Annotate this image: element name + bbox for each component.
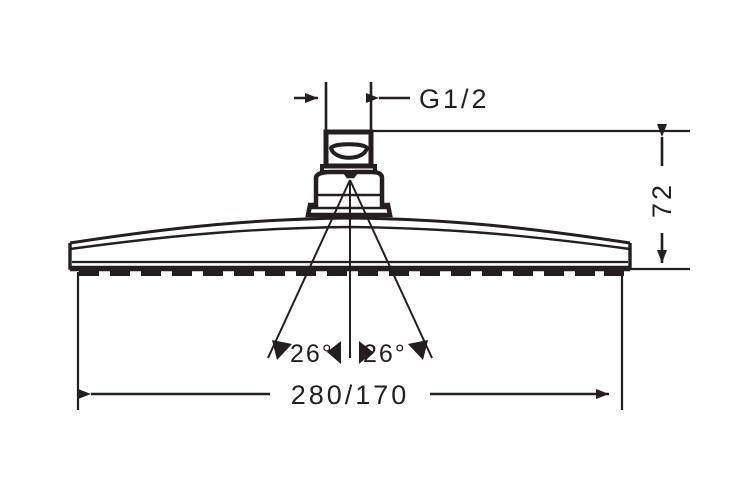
angle-arrow-right-inner [359,341,373,364]
spray-cone-right-outer [349,179,433,359]
angle-arrow-left-inner [327,341,341,364]
ball-joint-connector [305,129,393,218]
angle-label-right: 26° [363,340,407,368]
height-dimension-group: 72 [371,124,690,271]
width-dimension-group: 280/170 [76,272,624,410]
thread-size-label: G1/2 [419,84,490,114]
width-dimension-label: 280/170 [291,380,410,410]
ball-socket-ellipse [328,142,370,160]
spray-cone-left-outer [267,179,351,359]
height-dimension-label: 72 [647,182,677,218]
angle-label-left: 26° [290,340,334,368]
angle-arrow-left-outer [272,340,292,360]
nozzle-teeth [79,271,624,276]
spray-cone-group [267,179,433,359]
angle-arrow-right-outer [408,340,428,360]
angle-annotations: 26° 26° [272,340,428,368]
thread-dimension-group: G1/2 [294,82,490,132]
connector-lower-body [305,169,393,218]
